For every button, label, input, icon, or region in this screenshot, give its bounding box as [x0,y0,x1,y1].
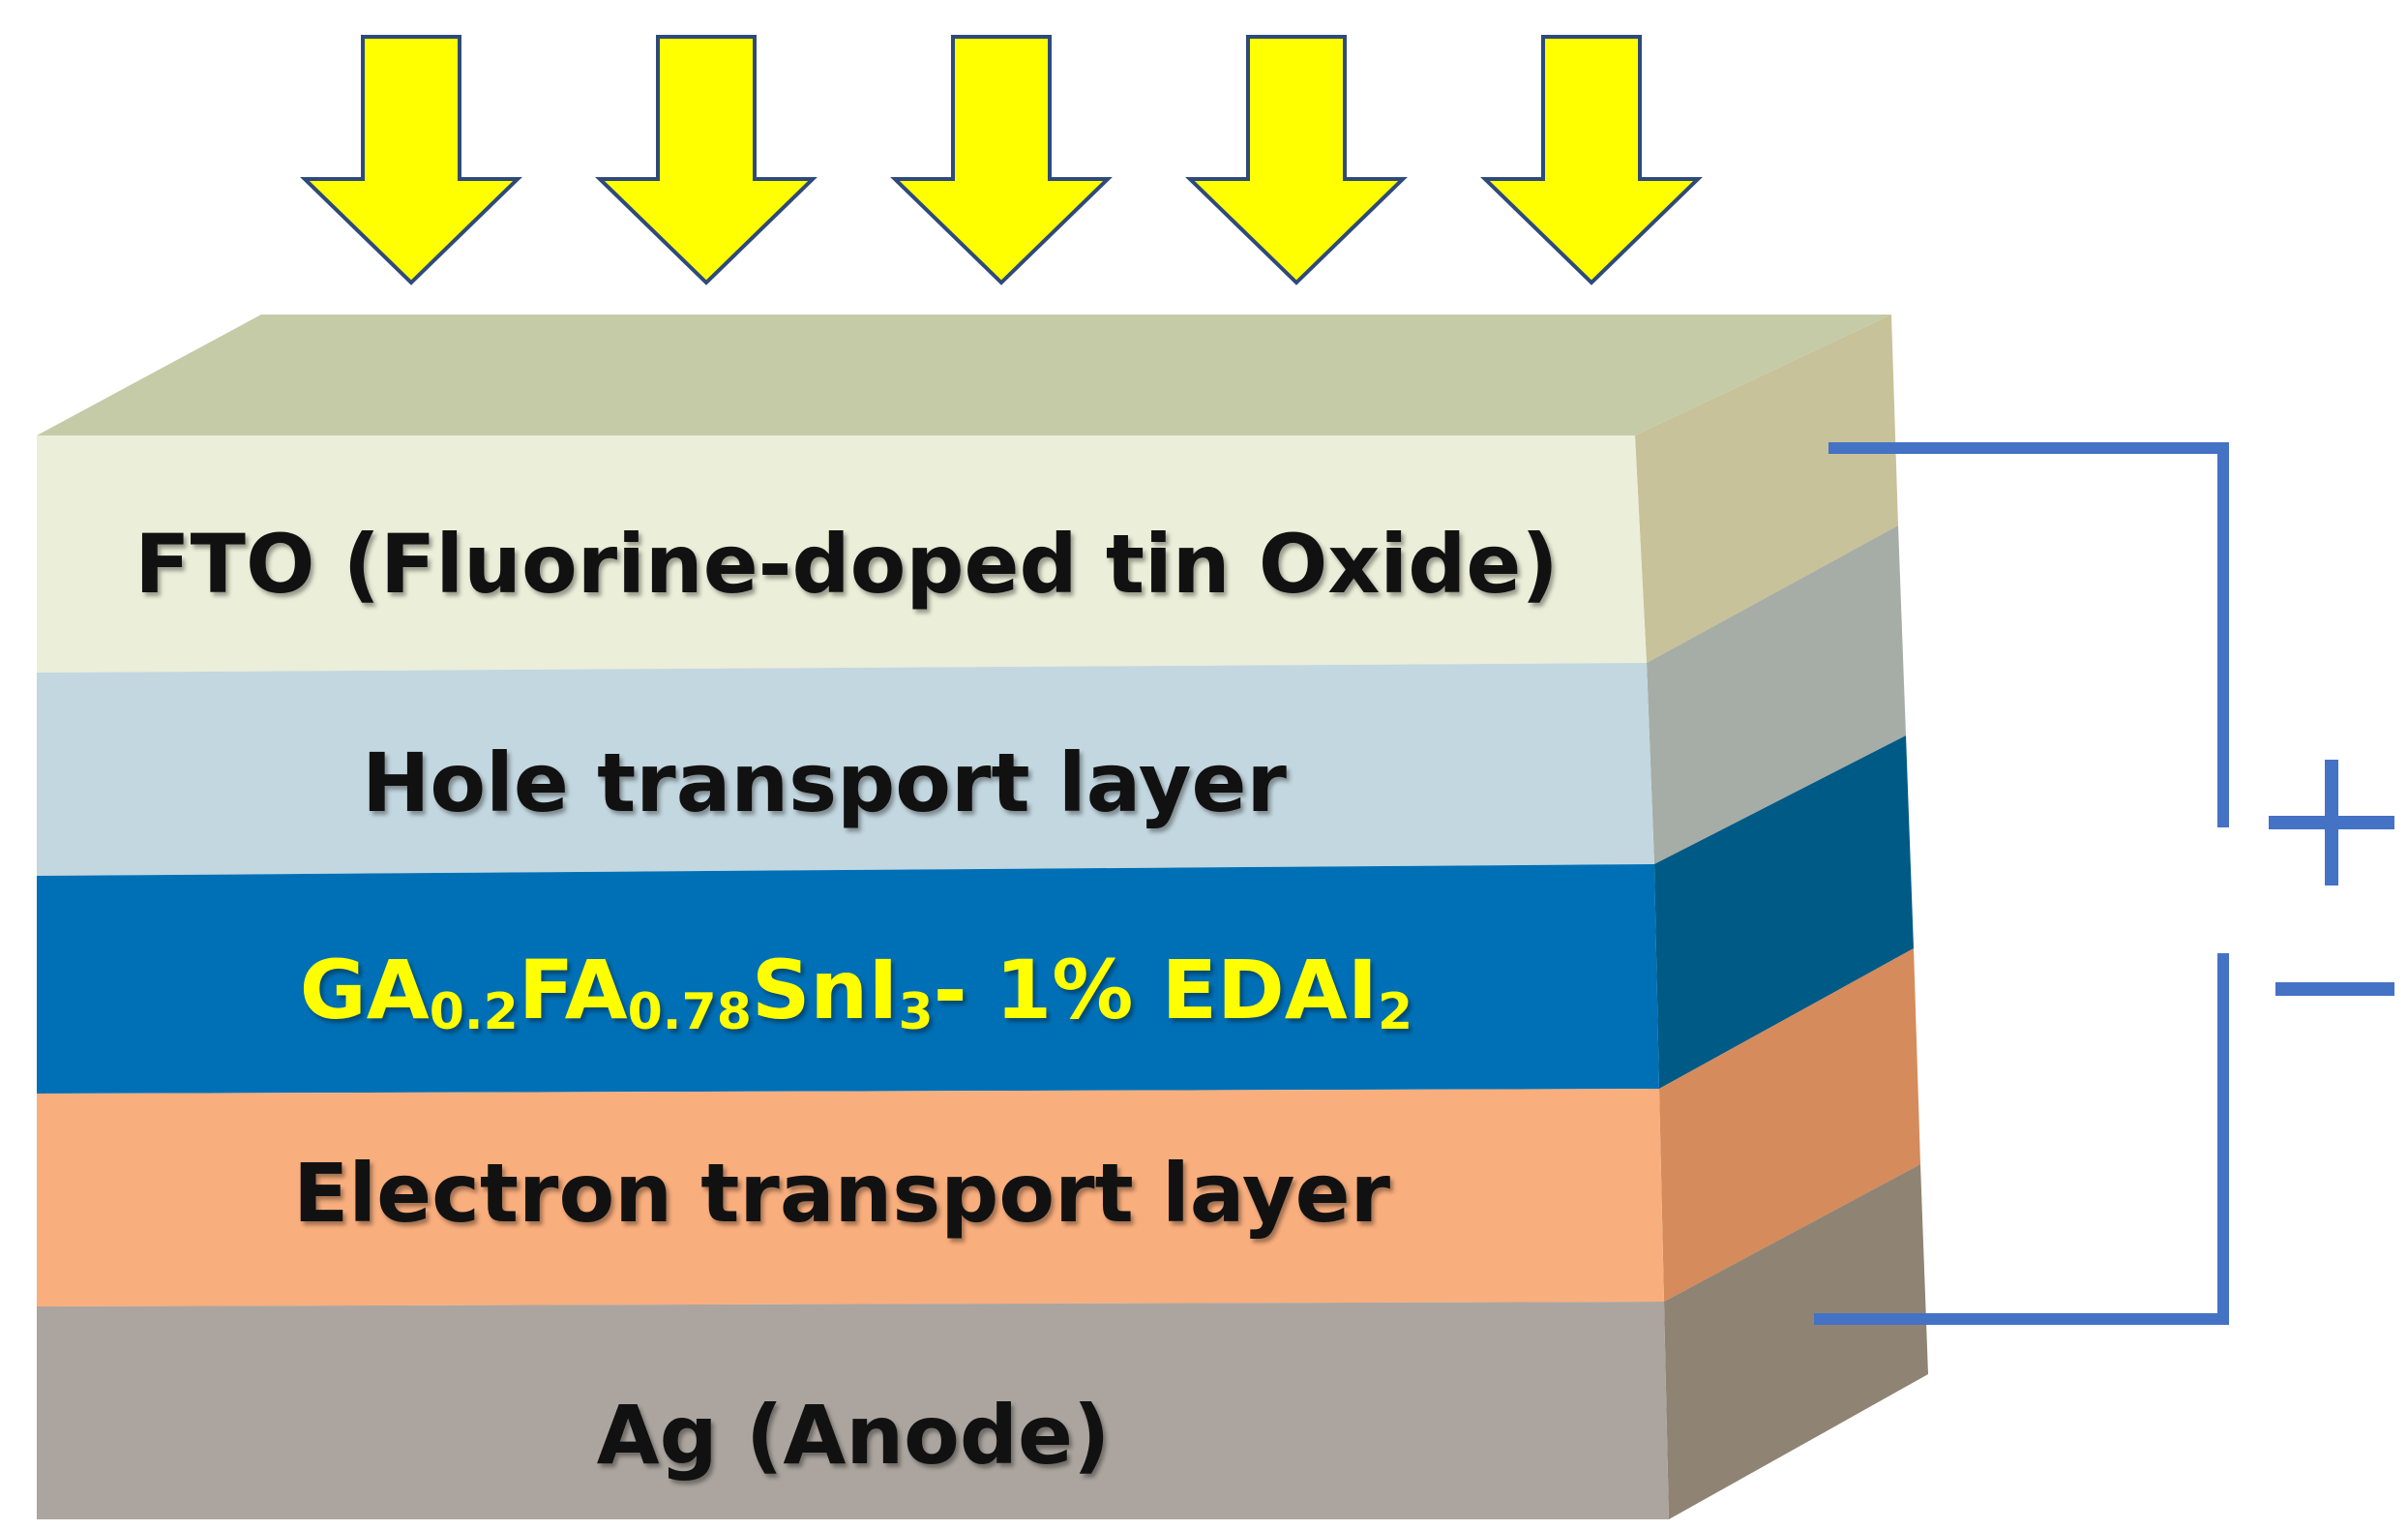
htl-side-face [1647,525,1906,864]
slab-side-faces [1635,315,1928,1519]
absorber-side-face [1654,735,1914,1089]
ag-side-face [1664,1164,1928,1519]
slab-front-faces [37,435,1669,1519]
down-arrow-icon [1185,35,1408,285]
positive-wire [1828,442,2229,827]
light-arrows [300,35,1703,285]
negative-wire [1814,953,2229,1325]
down-arrow-icon [595,35,818,285]
down-arrow-icon [300,35,522,285]
etl-side-face [1659,948,1920,1302]
etl-layer [37,1089,1664,1306]
ag-layer [37,1302,1669,1519]
htl-layer [37,663,1654,876]
down-arrow-icon [1480,35,1703,285]
slab-top-face [37,315,1891,435]
absorber-layer [37,864,1659,1094]
fto-label: FTO (Fluorine-doped tin Oxide) [134,517,1558,612]
htl-label: Hole transport layer [362,735,1287,830]
ag-label: Ag (Anode) [597,1388,1111,1483]
etl-label: Electron transport layer [293,1146,1391,1241]
fto-layer [37,435,1647,673]
external-circuit [1814,442,2394,1325]
absorber-formula-label: GA0.2FA0.78SnI3- 1% EDAI2 [300,943,1412,1041]
fto-side-face [1635,315,1898,663]
plus-sign [2269,760,2394,885]
down-arrow-icon [890,35,1113,285]
